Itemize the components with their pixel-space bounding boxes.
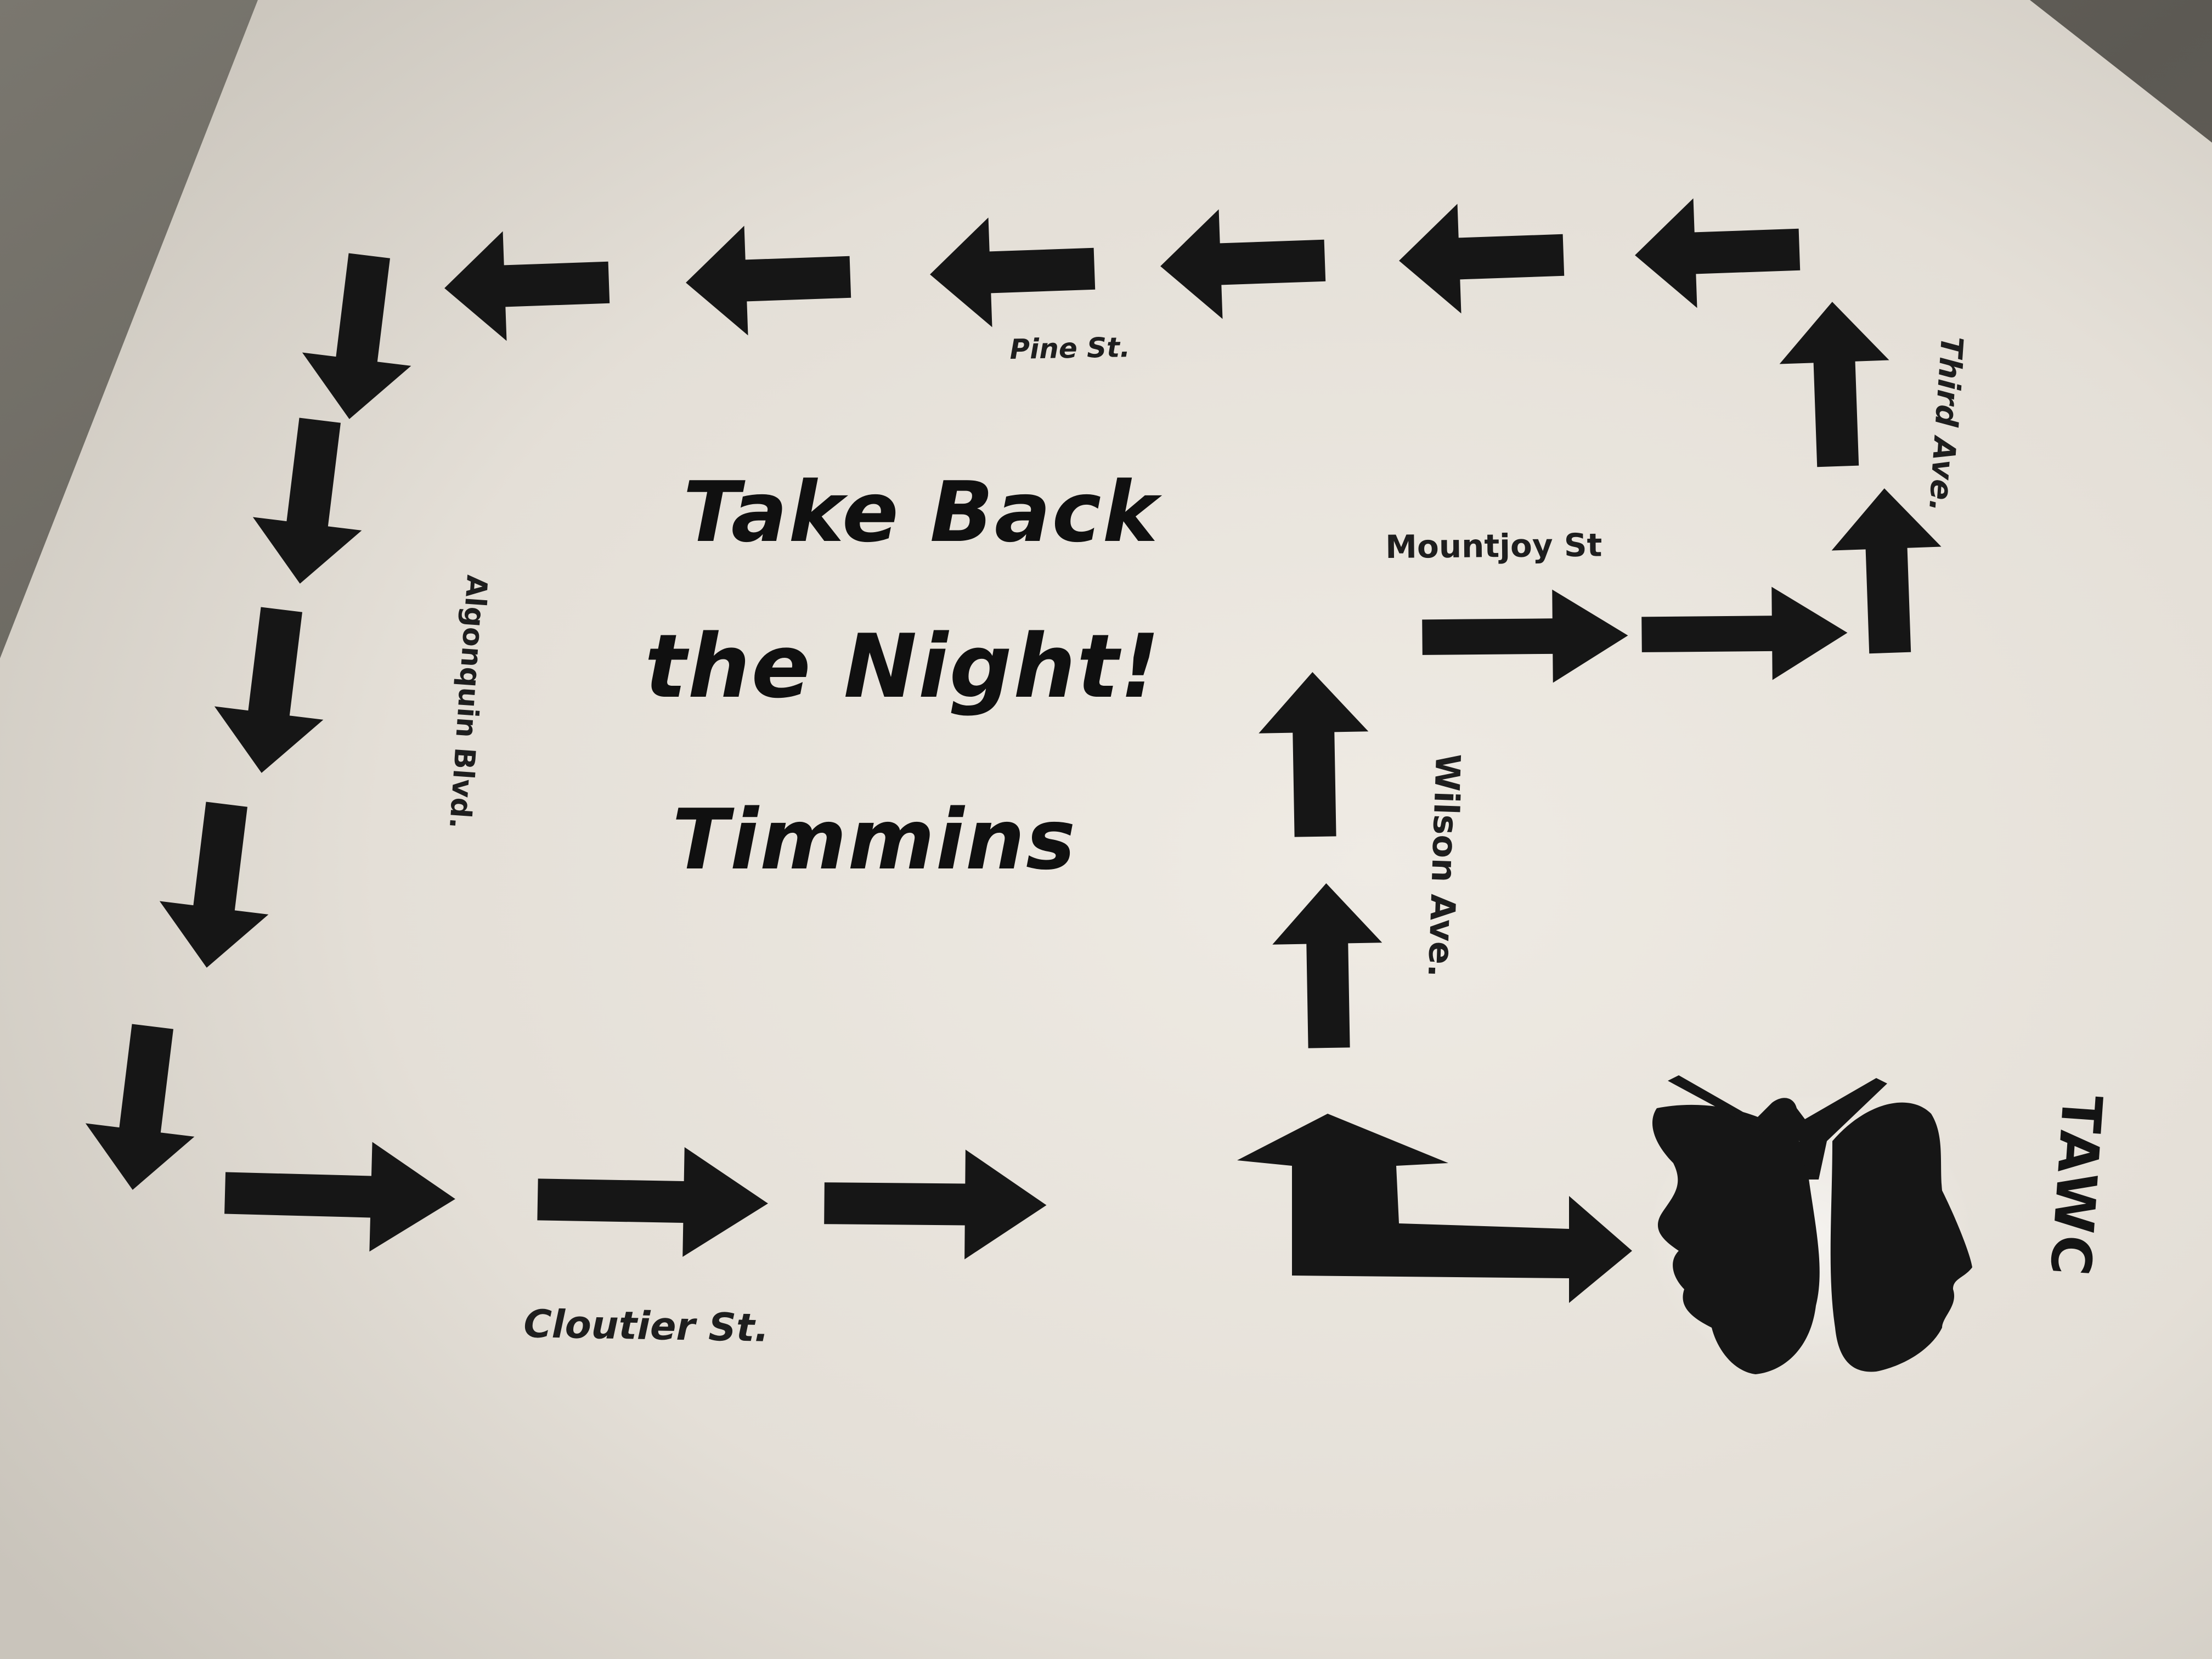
title-line-2: the Night!: [645, 615, 1161, 718]
street-label-cloutier: Cloutier St.: [523, 1301, 770, 1351]
start-corner-arrow: [1237, 1114, 1632, 1303]
corner-arrow-up: [1237, 1114, 1632, 1303]
logo-figure: [1668, 1075, 1887, 1180]
street-label-wilson: Wilson Ave.: [1420, 753, 1468, 978]
title-line-1: Take Back: [683, 464, 1159, 561]
street-label-mountjoy: Mountjoy St: [1385, 526, 1602, 566]
logo-text-tawc: TAWC: [2038, 1093, 2114, 1280]
butterfly-faces-logo-icon: [1652, 1075, 1972, 1374]
street-label-pine: Pine St.: [1009, 331, 1131, 365]
title-line-3: Timmins: [672, 791, 1077, 888]
logo-left-wing: [1652, 1104, 1820, 1374]
logo-right-wing: [1830, 1102, 1972, 1372]
